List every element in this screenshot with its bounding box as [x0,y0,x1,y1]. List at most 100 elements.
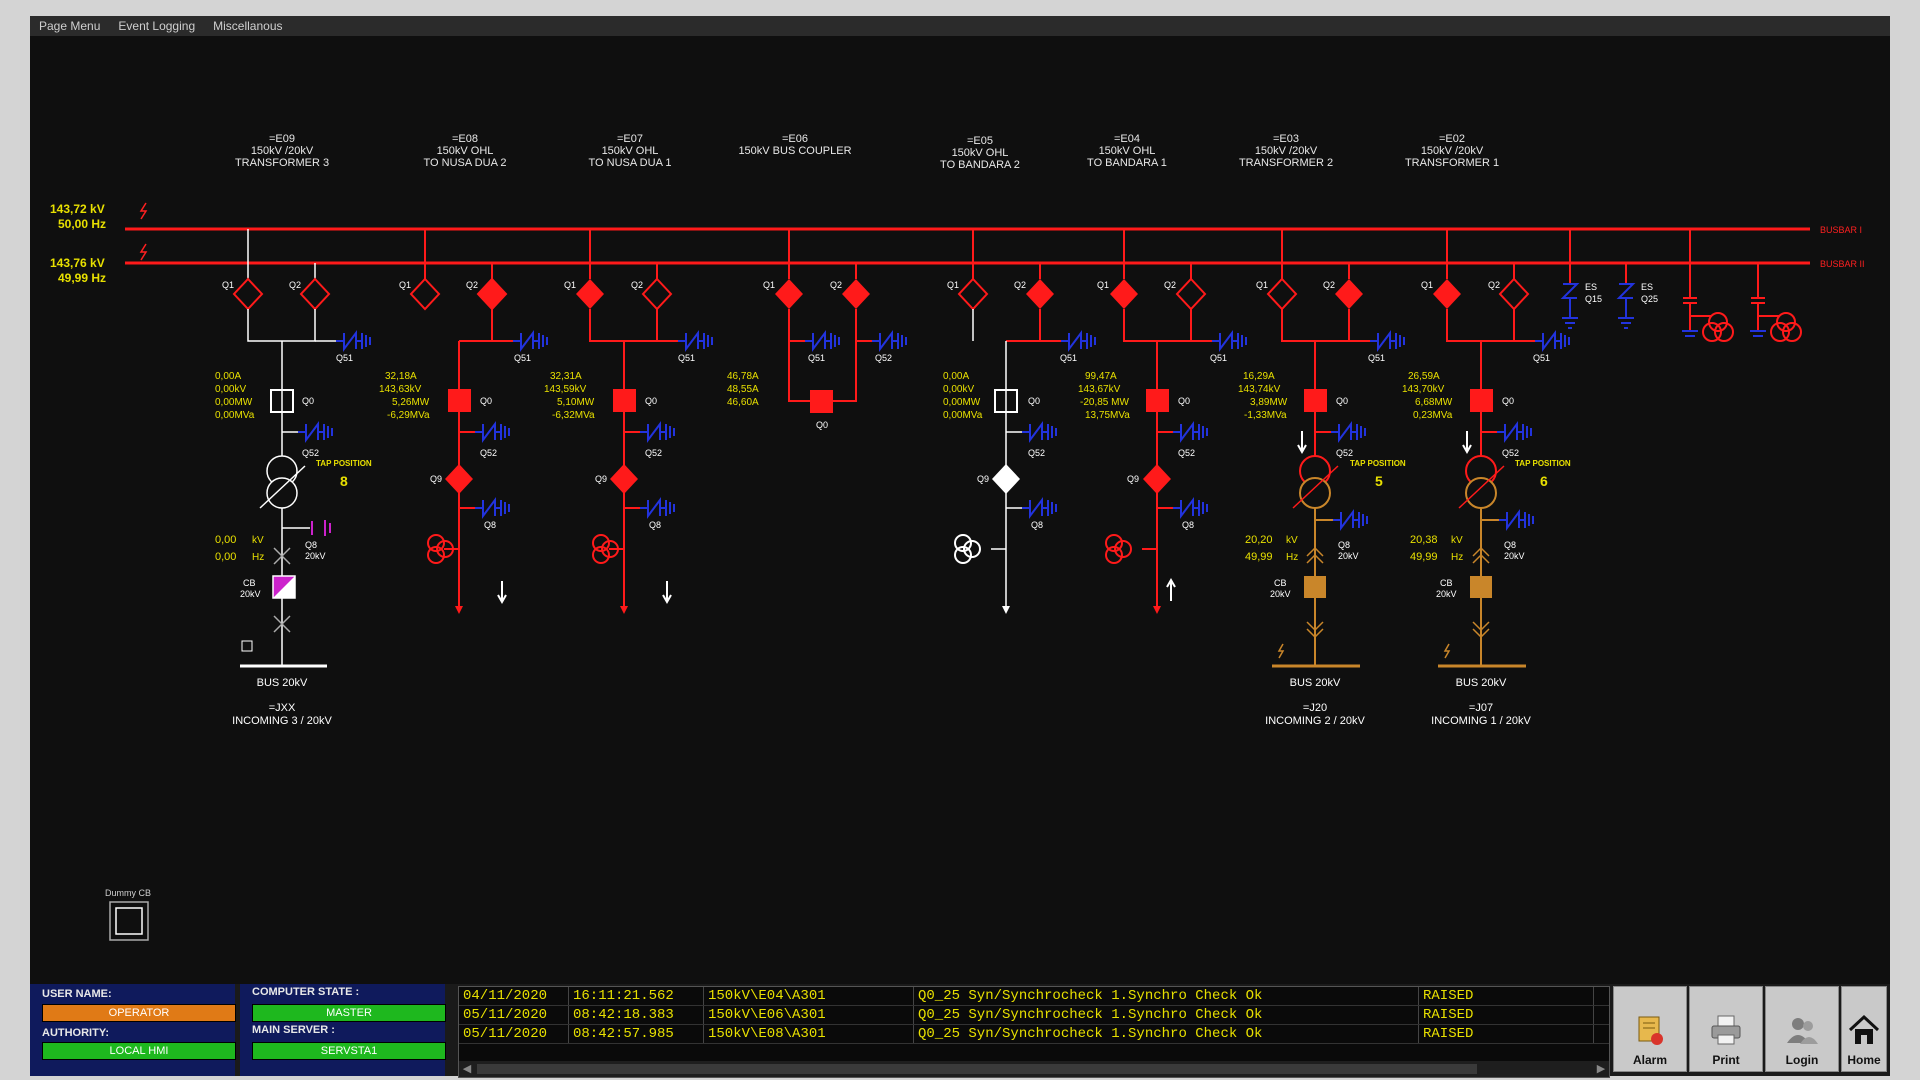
q0-breaker[interactable] [613,389,636,412]
menu-miscellanous[interactable]: Miscellanous [204,19,291,33]
q51-earth-switch[interactable] [678,333,712,349]
menu-page-menu[interactable]: Page Menu [30,19,109,33]
scroll-thumb[interactable] [477,1064,1477,1074]
q0-breaker[interactable] [1146,389,1169,412]
q52-earth-switch[interactable] [298,424,332,440]
q52-earth-switch[interactable] [1173,424,1207,440]
svg-text:Q8: Q8 [1504,540,1516,550]
q52-earth-switch[interactable] [640,424,674,440]
q8-earth-switch[interactable] [1499,512,1533,528]
busbar-2: BUSBAR II [125,259,1865,269]
alarm-button[interactable]: Alarm [1613,986,1687,1072]
svg-text:5,26MW: 5,26MW [392,397,430,408]
q0-breaker[interactable] [1304,389,1327,412]
busbar-2-label: BUSBAR II [1820,259,1865,269]
cb-20kv-breaker[interactable] [1470,576,1492,598]
bay-name-e05: TO BANDARA 2 [940,159,1020,171]
svg-text:20kV: 20kV [1436,589,1457,599]
q2-disconnector[interactable] [1177,279,1205,309]
q9-disconnector[interactable] [610,464,638,494]
es-q15-earth-switch[interactable] [1563,284,1577,298]
q51-earth-switch[interactable] [336,333,370,349]
svg-text:Q0: Q0 [645,396,657,406]
alarm-icon [1633,1013,1667,1047]
q2-disconnector[interactable] [1026,279,1054,309]
q2-disconnector[interactable] [478,279,506,309]
q1-disconnector[interactable] [959,279,987,309]
bay-subtitle-e02: 150kV /20kV [1421,145,1484,157]
q8-earth-switch[interactable] [475,500,509,516]
q1-disconnector[interactable] [1268,279,1296,309]
svg-text:Q0: Q0 [302,396,314,406]
q51-earth-switch[interactable] [1212,333,1246,349]
q1-disconnector[interactable] [576,279,604,309]
q52-earth-switch[interactable] [475,424,509,440]
q51-earth-switch[interactable] [805,333,839,349]
svg-text:0,00: 0,00 [215,534,236,546]
q51-earth-switch[interactable] [513,333,547,349]
q8-earth-switch[interactable] [1022,500,1056,516]
svg-text:143,59kV: 143,59kV [544,384,587,395]
q0-breaker[interactable] [448,389,471,412]
svg-text:0,00A: 0,00A [943,371,969,382]
svg-text:Q51: Q51 [1060,353,1077,363]
event-row[interactable]: 05/11/2020 08:42:18.383 150kV\E06\A301 Q… [459,1006,1609,1025]
cb-20kv-breaker[interactable] [1304,576,1326,598]
event-row[interactable]: 04/11/2020 16:11:21.562 150kV\E04\A301 Q… [459,987,1609,1006]
svg-text:6,68MW: 6,68MW [1415,397,1453,408]
svg-text:Q52: Q52 [1178,448,1195,458]
q2-disconnector[interactable] [643,279,671,309]
voltage-presence-icon [141,203,146,219]
q8-earth-switch[interactable] [640,500,674,516]
q2-disconnector[interactable] [842,279,870,309]
e04-measurements: 99,47A 143,67kV -20,85 MW 13,75MVa [1078,371,1130,421]
q51-earth-switch[interactable] [1370,333,1404,349]
svg-text:46,78A: 46,78A [727,371,759,382]
svg-text:Q52: Q52 [645,448,662,458]
event-log-scrollbar[interactable]: ◀ ▶ [459,1061,1609,1077]
q9-disconnector[interactable] [445,464,473,494]
svg-text:Q1: Q1 [399,280,411,290]
busbar-1: BUSBAR I [125,225,1862,235]
q1-disconnector[interactable] [411,279,439,309]
q1-disconnector[interactable] [775,279,803,309]
svg-text:16,29A: 16,29A [1243,371,1275,382]
users-icon [1785,1013,1819,1047]
print-button[interactable]: Print [1689,986,1763,1072]
scroll-left-icon[interactable]: ◀ [459,1061,475,1077]
login-button[interactable]: Login [1765,986,1839,1072]
q8-earth-switch[interactable] [1333,512,1367,528]
svg-text:Q52: Q52 [1028,448,1045,458]
svg-text:Q51: Q51 [514,353,531,363]
event-row[interactable]: 05/11/2020 08:42:57.985 150kV\E08\A301 Q… [459,1025,1609,1044]
scroll-right-icon[interactable]: ▶ [1593,1061,1609,1077]
q1-disconnector[interactable] [1433,279,1461,309]
svg-text:CB: CB [243,578,256,588]
q2-disconnector[interactable] [1500,279,1528,309]
q52-earth-switch[interactable] [872,333,906,349]
q0-breaker[interactable] [810,390,833,413]
q52-earth-switch[interactable] [1331,424,1365,440]
q9-disconnector[interactable] [1143,464,1171,494]
q2-disconnector[interactable] [1335,279,1363,309]
q51-earth-switch[interactable] [1535,333,1569,349]
svg-text:Q9: Q9 [977,474,989,484]
es-q25-earth-switch[interactable] [1619,284,1633,298]
q8-earth-switch[interactable] [1173,500,1207,516]
menu-event-logging[interactable]: Event Logging [109,19,204,33]
q1-disconnector[interactable] [234,279,262,309]
home-button[interactable]: Home [1841,986,1887,1072]
q52-earth-switch[interactable] [1497,424,1531,440]
svg-text:Q2: Q2 [1488,280,1500,290]
q2-disconnector[interactable] [301,279,329,309]
q1-disconnector[interactable] [1110,279,1138,309]
power-flow-down-icon [1298,431,1306,452]
printer-icon [1709,1013,1743,1047]
q52-earth-switch[interactable] [1022,424,1056,440]
dummy-cb[interactable]: Dummy CB [105,888,151,940]
q51-earth-switch[interactable] [1061,333,1095,349]
q9-disconnector[interactable] [992,464,1020,494]
event-log[interactable]: 04/11/2020 16:11:21.562 150kV\E04\A301 Q… [458,986,1610,1078]
q0-breaker[interactable] [1470,389,1493,412]
svg-text:13,75MVa: 13,75MVa [1085,410,1130,421]
